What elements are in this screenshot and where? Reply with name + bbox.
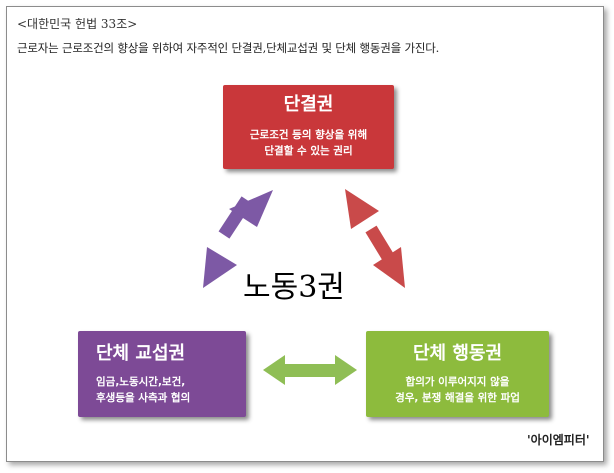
source-caption: <대한민국 헌법 33조> (17, 17, 138, 31)
bargaining-right-desc-line2: 후생등을 사측과 협의 (96, 392, 191, 404)
center-label: 노동3권 (243, 270, 345, 305)
arrow-association-bargaining (203, 190, 273, 288)
association-right-desc-line2: 단결할 수 있는 권리 (264, 145, 353, 157)
arrow-association-action (345, 189, 405, 288)
association-right-box: 단결권 근로조건 등의 향상을 위해 단결할 수 있는 권리 (223, 85, 394, 169)
association-right-title: 단결권 (283, 94, 334, 115)
action-right-box: 단체 행동권 합의가 이루어지지 않을 경우, 분쟁 해결을 위한 파업 (366, 331, 549, 417)
arrows-layer (203, 189, 405, 385)
credit-text: '아이엠피터' (527, 433, 590, 447)
bargaining-right-title: 단체 교섭권 (96, 343, 186, 364)
intro-text: 근로자는 근로조건의 향상을 위하여 자주적인 단결권,단체교섭권 및 단체 행… (17, 41, 440, 55)
bargaining-right-desc-line1: 임금,노동시간,보건, (96, 376, 186, 388)
action-right-title: 단체 행동권 (412, 343, 503, 364)
action-right-desc-line1: 합의가 이루어지지 않을 (405, 376, 510, 388)
arrow-bargaining-action (263, 355, 357, 385)
action-right-desc-line2: 경우, 분쟁 해결을 위한 파업 (395, 392, 520, 404)
association-right-desc-line1: 근로조건 등의 향상을 위해 (249, 129, 368, 141)
diagram-frame: <대한민국 헌법 33조> 근로자는 근로조건의 향상을 위하여 자주적인 단결… (6, 6, 604, 462)
bargaining-right-box: 단체 교섭권 임금,노동시간,보건, 후생등을 사측과 협의 (78, 331, 246, 417)
